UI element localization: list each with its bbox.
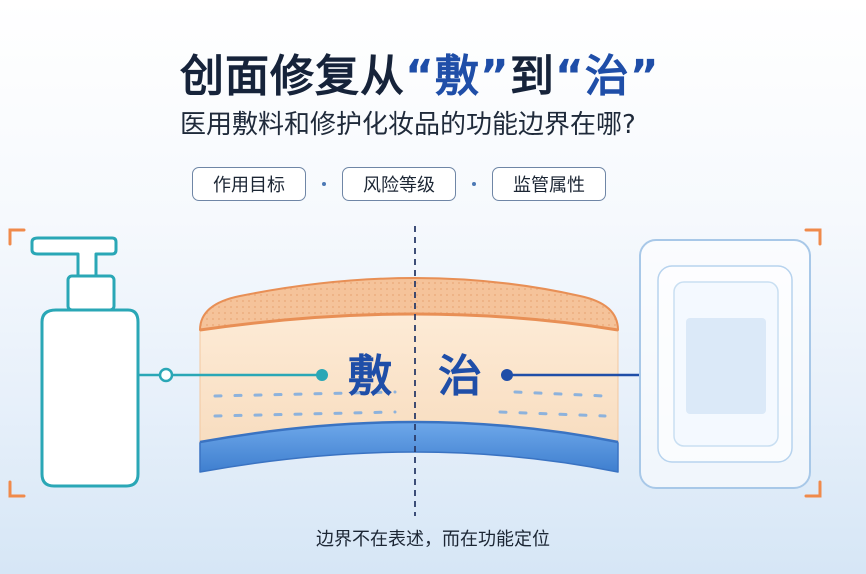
label-zhi: 治 xyxy=(438,351,482,402)
bracket-top-left xyxy=(8,228,26,246)
pump-bottle-icon xyxy=(30,236,140,488)
corner-brackets xyxy=(8,228,822,498)
bracket-top-right xyxy=(804,228,822,246)
tag-regulatory: 监管属性 xyxy=(492,167,606,201)
bracket-bottom-left xyxy=(8,480,26,498)
pore-marks xyxy=(213,390,607,418)
skin-layers xyxy=(199,277,619,473)
tag-separator-dot xyxy=(472,182,476,186)
title-part-2: 到 xyxy=(509,51,555,102)
footer-caption: 边界不在表述，而在功能定位 xyxy=(316,529,550,550)
title-part-1: 创面修复从 xyxy=(180,51,405,102)
tag-row: 作用目标 风险等级 监管属性 xyxy=(192,167,606,201)
comparison-diagram: 敷 治 xyxy=(8,226,822,516)
label-fu: 敷 xyxy=(348,351,392,402)
left-connector xyxy=(138,367,328,383)
bracket-bottom-right xyxy=(804,480,822,498)
title-word-zhi: “治” xyxy=(554,51,660,102)
right-connector xyxy=(501,369,640,381)
tag-separator-dot xyxy=(322,182,326,186)
page-title: 创面修复从“敷”到“治” xyxy=(180,40,660,104)
wound-dressing-icon xyxy=(639,239,811,489)
title-word-fu: “敷” xyxy=(405,51,510,102)
page-subtitle: 医用敷料和修护化妆品的功能边界在哪? xyxy=(180,110,636,140)
tag-target: 作用目标 xyxy=(192,167,306,201)
tag-risk-level: 风险等级 xyxy=(342,167,456,201)
